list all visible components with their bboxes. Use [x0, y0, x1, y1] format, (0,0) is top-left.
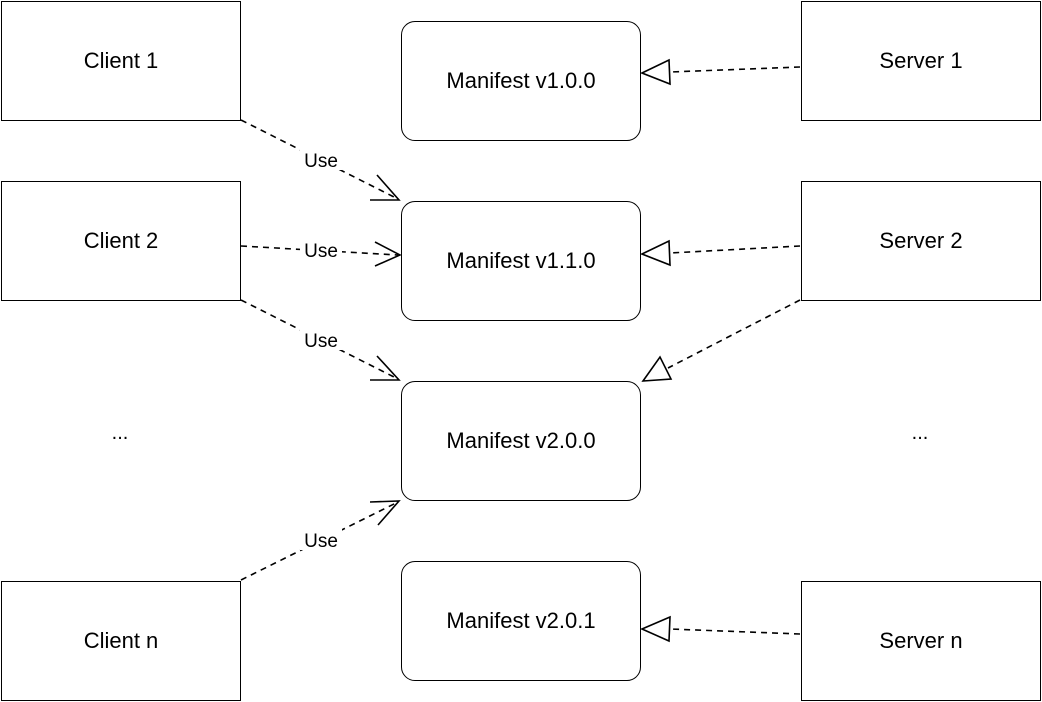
client-n-box[interactable]: Client n [1, 581, 241, 701]
edge-client2-use-manifest-v2-0-0 [240, 299, 399, 380]
client-1-box[interactable]: Client 1 [1, 1, 241, 121]
client-1-label: Client 1 [83, 48, 159, 73]
manifest-v1-0-0-label: Manifest v1.0.0 [446, 68, 596, 93]
manifest-v2-0-0-label: Manifest v2.0.0 [446, 428, 596, 453]
server-1-box[interactable]: Server 1 [801, 1, 1041, 121]
clients-ellipsis: ... [111, 422, 129, 444]
edge-label-use: Use [304, 531, 338, 552]
edge-label-use: Use [304, 241, 338, 262]
edge-servern-realizes-manifest-v2-0-1 [669, 628, 801, 635]
open-arrowhead-icon [374, 241, 402, 267]
edge-server2-realizes-manifest-v1-1-0 [669, 245, 801, 254]
manifest-v2-0-1-box[interactable]: Manifest v2.0.1 [401, 561, 641, 681]
client-2-label: Client 2 [83, 228, 159, 253]
server-n-label: Server n [879, 628, 963, 653]
edge-client1-use-manifest-v1-1-0 [240, 119, 399, 200]
client-n-label: Client n [83, 628, 159, 653]
manifest-v1-1-0-box[interactable]: Manifest v1.1.0 [401, 201, 641, 321]
manifest-v2-0-0-box[interactable]: Manifest v2.0.0 [401, 381, 641, 501]
edge-label-use: Use [304, 151, 338, 172]
edge-server2-realizes-manifest-v2-0-0 [667, 299, 801, 369]
client-2-box[interactable]: Client 2 [1, 181, 241, 301]
open-arrowhead-icon [369, 500, 401, 526]
servers-ellipsis: ... [911, 422, 929, 444]
edge-server1-realizes-manifest-v1-0-0 [669, 66, 801, 73]
hollow-triangle-arrowhead-icon [640, 239, 671, 267]
hollow-triangle-arrowhead-icon [640, 58, 671, 86]
manifest-v1-1-0-label: Manifest v1.1.0 [446, 248, 596, 273]
edge-clientn-use-manifest-v2-0-0 [240, 501, 399, 581]
hollow-triangle-arrowhead-icon [640, 615, 671, 643]
manifest-v2-0-1-label: Manifest v2.0.1 [446, 608, 596, 633]
server-n-box[interactable]: Server n [801, 581, 1041, 701]
server-2-label: Server 2 [879, 228, 963, 253]
hollow-triangle-arrowhead-icon [641, 355, 673, 382]
manifest-v1-0-0-box[interactable]: Manifest v1.0.0 [401, 21, 641, 141]
server-1-label: Server 1 [879, 48, 963, 73]
open-arrowhead-icon [370, 174, 401, 201]
open-arrowhead-icon [370, 355, 401, 381]
edge-label-use: Use [304, 331, 338, 352]
server-2-box[interactable]: Server 2 [801, 181, 1041, 301]
